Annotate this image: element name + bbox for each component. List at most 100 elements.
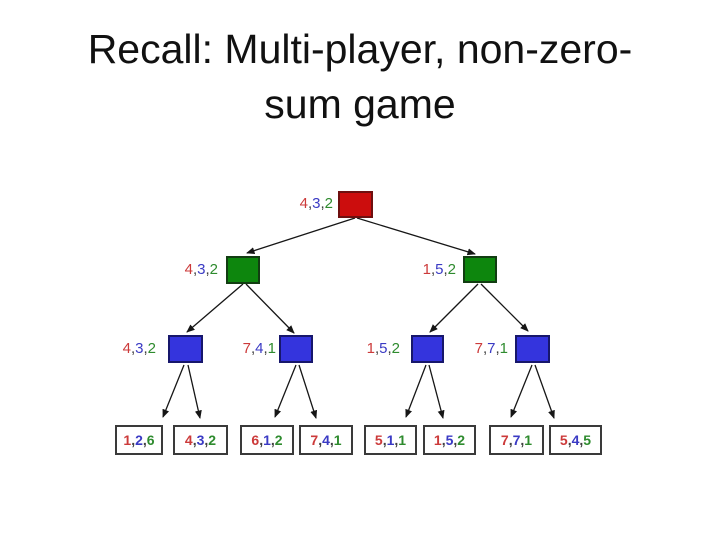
payoff-label-right-right: 7,7,1 xyxy=(424,341,508,357)
comma: , xyxy=(579,432,584,448)
comma: , xyxy=(192,261,198,278)
payoff-p2: 4 xyxy=(255,340,264,357)
tree-edge xyxy=(356,217,476,256)
comma: , xyxy=(131,432,136,448)
comma: , xyxy=(387,340,392,357)
payoff-p2: 2 xyxy=(135,432,143,448)
comma: , xyxy=(430,261,436,278)
payoff-p1: 1 xyxy=(123,432,132,448)
leaf-box-7: 7,7,1 xyxy=(489,425,544,455)
comma: , xyxy=(320,195,325,212)
comma: , xyxy=(567,432,572,448)
payoff-label-right-left: 1,5,2 xyxy=(316,341,400,357)
tree-node-right-right xyxy=(515,335,550,363)
payoff-p2: 1 xyxy=(386,432,395,448)
comma: , xyxy=(374,340,380,357)
comma: , xyxy=(441,432,446,448)
comma: , xyxy=(443,261,448,278)
comma: , xyxy=(263,340,268,357)
payoff-p3: 2 xyxy=(457,432,466,448)
tree-edge xyxy=(510,364,533,418)
payoff-p1: 6 xyxy=(251,432,260,448)
payoff-p3: 1 xyxy=(499,340,508,357)
payoff-p3: 2 xyxy=(147,340,156,357)
payoff-p1: 5 xyxy=(374,432,383,448)
payoff-p2: 5 xyxy=(445,432,454,448)
tree-edge xyxy=(187,364,202,419)
comma: , xyxy=(130,340,136,357)
payoff-p1: 4 xyxy=(184,432,193,448)
comma: , xyxy=(382,432,387,448)
tree-node-left-right xyxy=(279,335,313,363)
payoff-p1: 1 xyxy=(433,432,442,448)
comma: , xyxy=(394,432,399,448)
payoff-p1: 7 xyxy=(310,432,319,448)
payoff-p2: 1 xyxy=(263,432,271,448)
slide-title-line2: sum game xyxy=(264,81,456,127)
payoff-p1: 7 xyxy=(500,432,509,448)
payoff-p2: 5 xyxy=(435,261,444,278)
comma: , xyxy=(192,432,197,448)
tree-edge xyxy=(246,217,356,255)
payoff-p2: 5 xyxy=(379,340,388,357)
payoff-p3: 1 xyxy=(398,432,407,448)
tree-edge xyxy=(534,364,555,419)
tree-node-left xyxy=(226,256,260,284)
comma: , xyxy=(204,432,209,448)
tree-node-right-left xyxy=(411,335,444,363)
payoff-p3: 5 xyxy=(583,432,592,448)
comma: , xyxy=(143,340,148,357)
payoff-p3: 2 xyxy=(208,432,217,448)
payoff-p3: 1 xyxy=(333,432,342,448)
leaf-box-8: 5,4,5 xyxy=(549,425,602,455)
payoff-p1: 4 xyxy=(122,340,131,357)
comma: , xyxy=(205,261,210,278)
payoff-p2: 3 xyxy=(197,261,206,278)
payoff-p1: 7 xyxy=(474,340,483,357)
payoff-p3: 6 xyxy=(146,432,155,448)
tree-node-right xyxy=(463,256,497,283)
payoff-p2: 4 xyxy=(322,432,330,448)
payoff-p3: 2 xyxy=(447,261,456,278)
payoff-p1: 1 xyxy=(366,340,375,357)
payoff-label-left-right: 7,4,1 xyxy=(192,341,276,357)
payoff-p3: 2 xyxy=(324,195,333,212)
tree-edge xyxy=(405,364,427,418)
comma: , xyxy=(520,432,525,448)
payoff-p2: 3 xyxy=(196,432,205,448)
leaf-box-1: 1,2,6 xyxy=(115,425,163,455)
comma: , xyxy=(482,340,488,357)
comma: , xyxy=(250,340,256,357)
leaf-box-3: 6,1,2 xyxy=(240,425,294,455)
slide-title-line1: Recall: Multi-player, non-zero- xyxy=(87,26,633,72)
payoff-label-left: 4,3,2 xyxy=(134,262,218,278)
comma: , xyxy=(318,432,323,448)
payoff-p3: 2 xyxy=(209,261,218,278)
payoff-p2: 3 xyxy=(135,340,144,357)
tree-edge xyxy=(186,283,244,333)
payoff-label-right: 1,5,2 xyxy=(372,262,456,278)
payoff-p1: 4 xyxy=(299,195,308,212)
payoff-p2: 4 xyxy=(571,432,580,448)
tree-edge xyxy=(429,283,479,333)
tree-edge xyxy=(298,364,318,419)
slide-title: Recall: Multi-player, non-zero- sum game xyxy=(0,22,720,132)
leaf-box-5: 5,1,1 xyxy=(364,425,417,455)
comma: , xyxy=(259,432,264,448)
payoff-label-root: 4,3,2 xyxy=(249,196,333,212)
payoff-p1: 5 xyxy=(559,432,568,448)
comma: , xyxy=(495,340,500,357)
leaf-box-2: 4,3,2 xyxy=(173,425,228,455)
tree-edge xyxy=(245,283,295,334)
leaf-box-4: 7,4,1 xyxy=(299,425,353,455)
payoff-p2: 7 xyxy=(487,340,496,357)
comma: , xyxy=(142,432,147,448)
tree-edge xyxy=(162,364,185,418)
payoff-p2: 3 xyxy=(312,195,321,212)
payoff-p3: 1 xyxy=(524,432,533,448)
comma: , xyxy=(307,195,313,212)
tree-node-left-left xyxy=(168,335,203,363)
payoff-p3: 2 xyxy=(391,340,400,357)
payoff-p3: 2 xyxy=(274,432,283,448)
